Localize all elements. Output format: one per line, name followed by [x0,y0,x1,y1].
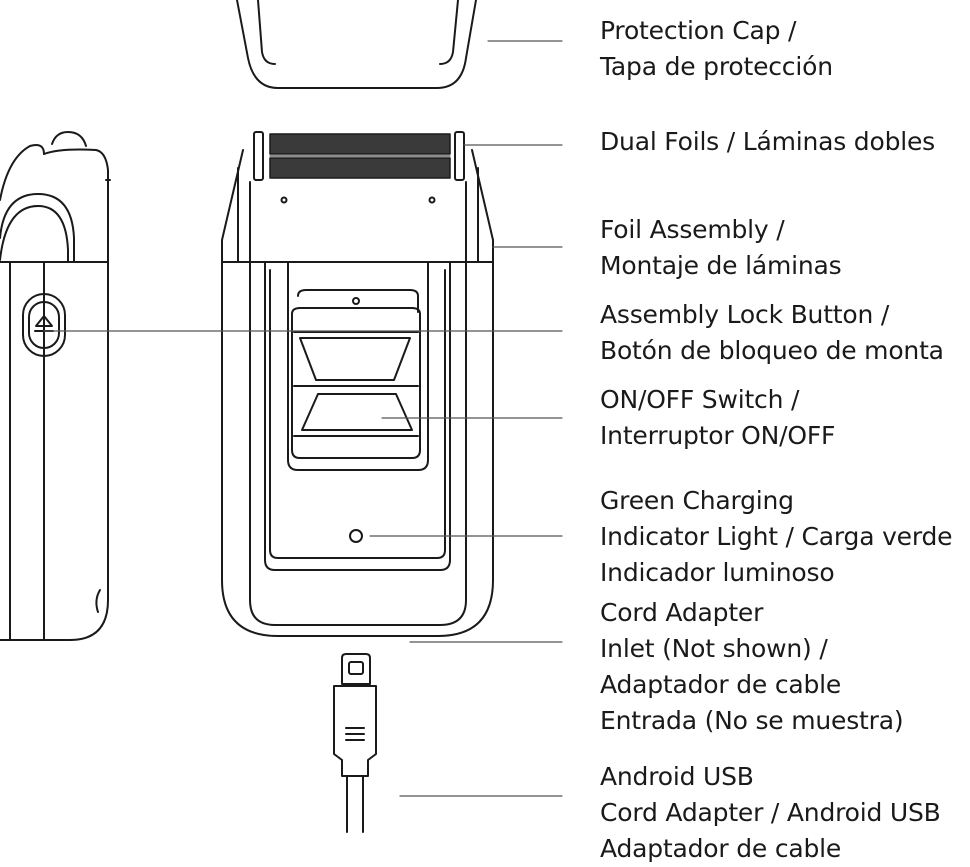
on-off-switch-drawing [291,289,421,459]
protection-cap-drawing [236,0,477,89]
label-line: Android USB [600,762,754,791]
label-line: Botón de bloqueo de monta [600,336,944,365]
label-on-off-switch: ON/OFF Switch / Interruptor ON/OFF [600,382,835,454]
label-line: Adaptador de cable [600,834,842,863]
label-line: Dual Foils / Láminas dobles [600,127,935,156]
label-line: Indicator Light / Carga verde [600,522,953,551]
label-green-charging-indicator: Green Charging Indicator Light / Carga v… [600,483,953,591]
label-line: Tapa de protección [600,52,833,81]
label-line: Foil Assembly / [600,215,785,244]
label-line: ON/OFF Switch / [600,385,800,414]
label-line: Montaje de láminas [600,251,842,280]
label-protection-cap: Protection Cap / Tapa de protección [600,13,833,85]
label-line: Indicador luminoso [600,558,835,587]
label-line: Entrada (No se muestra) [600,706,904,735]
shaver-diagram [0,0,563,833]
leader-lines [43,40,563,797]
label-line: Interruptor ON/OFF [600,421,836,450]
label-line: Cord Adapter [600,598,764,627]
label-foil-assembly: Foil Assembly / Montaje de láminas [600,212,842,284]
label-android-usb: Android USB Cord Adapter / Android USB A… [600,759,941,867]
label-line: Green Charging [600,486,794,515]
shaver-side-body [0,131,111,641]
label-line: Inlet (Not shown) / [600,634,828,663]
label-cord-adapter-inlet: Cord Adapter Inlet (Not shown) / Adaptad… [600,595,904,739]
label-assembly-lock-button: Assembly Lock Button / Botón de bloqueo … [600,297,944,369]
label-line: Assembly Lock Button / [600,300,890,329]
android-usb-cord-drawing [333,653,377,833]
label-line: Cord Adapter / Android USB [600,798,941,827]
label-line: Adaptador de cable [600,670,842,699]
label-line: Protection Cap / [600,16,797,45]
shaver-front-body [221,149,494,637]
label-dual-foils: Dual Foils / Láminas dobles [600,124,935,160]
dual-foils-drawing [253,131,465,181]
